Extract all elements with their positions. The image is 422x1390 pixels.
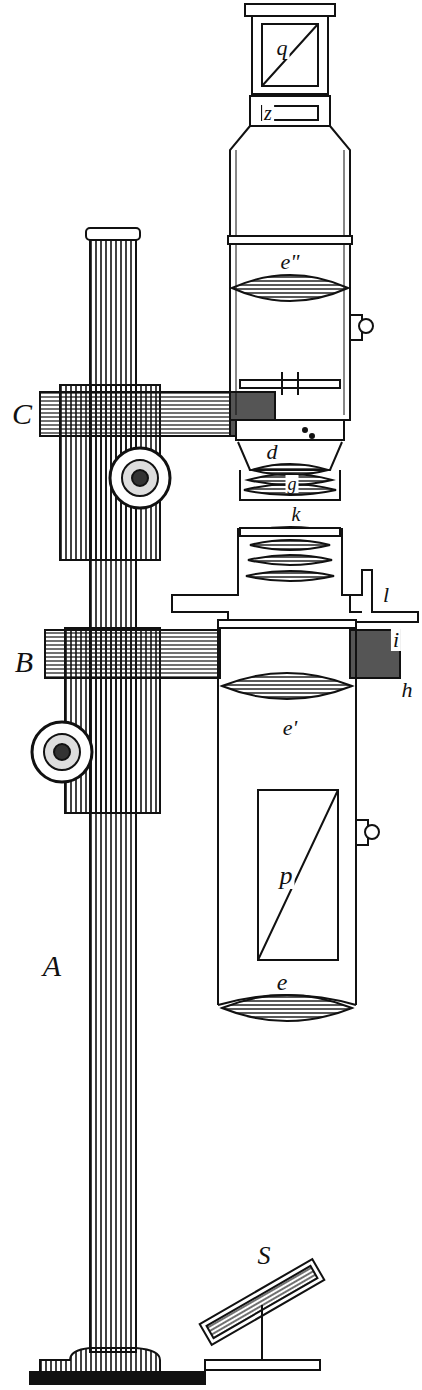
part-letter: g [286,475,299,493]
part-letter: e" [278,251,301,273]
part-letter: e [275,970,290,994]
part-letter: e' [281,717,299,739]
part-letter: C [10,399,34,429]
part-letter: h [400,679,415,701]
part-letter: q [275,37,290,59]
part-letter: p [278,863,295,889]
part-letter: d [265,441,280,463]
part-letter: S [256,1243,273,1269]
part-letter: i [391,629,401,651]
part-letter: k [290,504,303,524]
part-letter: z [262,103,274,123]
part-letter: A [41,951,63,981]
part-letter: B [13,647,35,677]
part-letter: l [381,584,391,606]
